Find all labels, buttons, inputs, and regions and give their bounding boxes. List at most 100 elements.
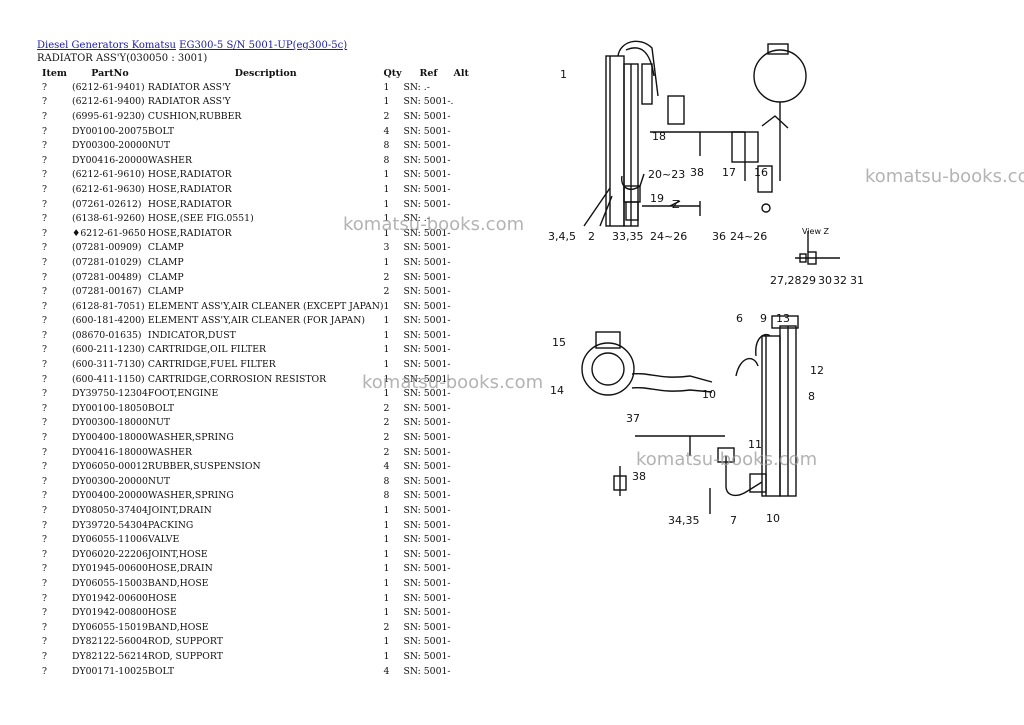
- partno-cell: DY00400-18000: [72, 432, 148, 444]
- diagram-callout: Z: [672, 198, 680, 211]
- item-cell: ?: [42, 417, 47, 429]
- partno-cell: DY01942-00600: [72, 592, 148, 604]
- description-cell: CLAMP: [147, 286, 184, 298]
- partno-cell: DY06050-00012: [72, 461, 148, 473]
- diagram-callout: 9: [760, 312, 767, 325]
- ref-cell: SN: .-: [403, 213, 430, 225]
- description-cell: HOSE,(SEE FIG.0551): [147, 213, 254, 225]
- ref-cell: SN: 5001-: [403, 329, 451, 341]
- alt-cell: [454, 591, 484, 606]
- ref-cell: SN: 5001-: [403, 402, 451, 414]
- partno-cell: DY82122-56004: [72, 636, 148, 648]
- ref-cell: SN: 5001-: [403, 286, 451, 298]
- ref-cell: SN: 5001-: [403, 183, 451, 195]
- item-cell: ?: [42, 519, 47, 531]
- partno-cell: DY06055-15019: [72, 621, 148, 633]
- table-row: ?(600-181-4200)ELEMENT ASS'Y,AIR CLEANER…: [37, 314, 484, 329]
- qty-cell: 4: [383, 665, 390, 677]
- ref-cell: SN: 5001-: [403, 344, 451, 356]
- item-cell: ?: [42, 344, 47, 356]
- alt-cell: [454, 80, 484, 95]
- alt-cell: [454, 138, 484, 153]
- qty-cell: 1: [383, 359, 390, 371]
- qty-cell: 4: [383, 125, 390, 137]
- description-cell: CLAMP: [147, 242, 184, 254]
- item-cell: ?: [42, 359, 47, 371]
- breadcrumb-link-category[interactable]: Diesel Generators Komatsu: [37, 40, 176, 51]
- partno-cell: (07281-00909): [72, 242, 142, 254]
- alt-cell: [454, 401, 484, 416]
- description-cell: CUSHION,RUBBER: [147, 110, 242, 122]
- item-cell: ?: [42, 96, 47, 108]
- ref-cell: SN: 5001-: [403, 169, 451, 181]
- alt-cell: [454, 124, 484, 139]
- alt-cell: [454, 430, 484, 445]
- description-cell: ROD, SUPPORT: [147, 636, 223, 648]
- breadcrumb: Diesel Generators Komatsu EG300-5 S/N 50…: [37, 40, 347, 51]
- description-cell: BOLT: [147, 125, 175, 137]
- item-cell: ?: [42, 286, 47, 298]
- ref-cell: SN: 5001-: [403, 198, 451, 210]
- qty-cell: 2: [383, 110, 390, 122]
- partno-cell: DY06020-22206: [72, 548, 148, 560]
- item-cell: ?: [42, 548, 47, 560]
- diagram-callout: 1: [560, 68, 567, 81]
- ref-cell: SN: 5001-: [403, 665, 451, 677]
- description-cell: JOINT,DRAIN: [147, 505, 212, 517]
- diagram-callout: 10: [766, 512, 780, 525]
- ref-cell: SN: 5001-: [403, 461, 451, 473]
- partno-cell: (6128-81-7051): [72, 300, 145, 312]
- alt-cell: [454, 605, 484, 620]
- description-cell: VALVE: [147, 534, 180, 546]
- partno-cell: (600-211-1230): [72, 344, 145, 356]
- item-cell: ?: [42, 592, 47, 604]
- qty-cell: 1: [383, 650, 390, 662]
- partno-cell: DY00416-18000: [72, 446, 148, 458]
- description-cell: CARTRIDGE,OIL FILTER: [147, 344, 266, 356]
- alt-cell: [454, 445, 484, 460]
- qty-cell: 2: [383, 402, 390, 414]
- partno-cell: DY00400-20000: [72, 490, 148, 502]
- alt-cell: [454, 153, 484, 168]
- qty-cell: 1: [383, 300, 390, 312]
- qty-cell: 1: [383, 315, 390, 327]
- diagram-callout: 10: [702, 388, 716, 401]
- partno-cell: (6212-61-9630): [72, 183, 145, 195]
- description-cell: BAND,HOSE: [147, 577, 209, 589]
- col-alt: Alt: [453, 67, 469, 79]
- alt-cell: [454, 109, 484, 124]
- ref-cell: SN: 5001-: [403, 271, 451, 283]
- alt-cell: [454, 168, 484, 183]
- qty-cell: 3: [383, 242, 390, 254]
- description-cell: RUBBER,SUSPENSION: [147, 461, 261, 473]
- ref-cell: SN: 5001-: [403, 563, 451, 575]
- qty-cell: 1: [383, 169, 390, 181]
- ref-cell: SN: 5001-: [403, 388, 451, 400]
- ref-cell: SN: .-: [403, 81, 430, 93]
- item-cell: ?: [42, 621, 47, 633]
- description-cell: CLAMP: [147, 256, 184, 268]
- description-cell: ELEMENT ASS'Y,AIR CLEANER (FOR JAPAN): [147, 315, 365, 327]
- description-cell: BAND,HOSE: [147, 621, 209, 633]
- ref-cell: SN: 5001-: [403, 154, 451, 166]
- diagram-callout: 18: [652, 130, 666, 143]
- description-cell: BOLT: [147, 665, 175, 677]
- description-cell: WASHER,SPRING: [147, 490, 234, 502]
- item-cell: ?: [42, 110, 47, 122]
- ref-cell: SN: 5001-.: [403, 96, 454, 108]
- ref-cell: SN: 5001-: [403, 490, 451, 502]
- qty-cell: 1: [383, 636, 390, 648]
- qty-cell: 1: [383, 505, 390, 517]
- alt-cell: [454, 314, 484, 329]
- ref-cell: SN: 5001-: [403, 475, 451, 487]
- item-cell: ?: [42, 81, 47, 93]
- breadcrumb-link-model[interactable]: EG300-5 S/N 5001-UP(eg300-5c): [179, 40, 348, 51]
